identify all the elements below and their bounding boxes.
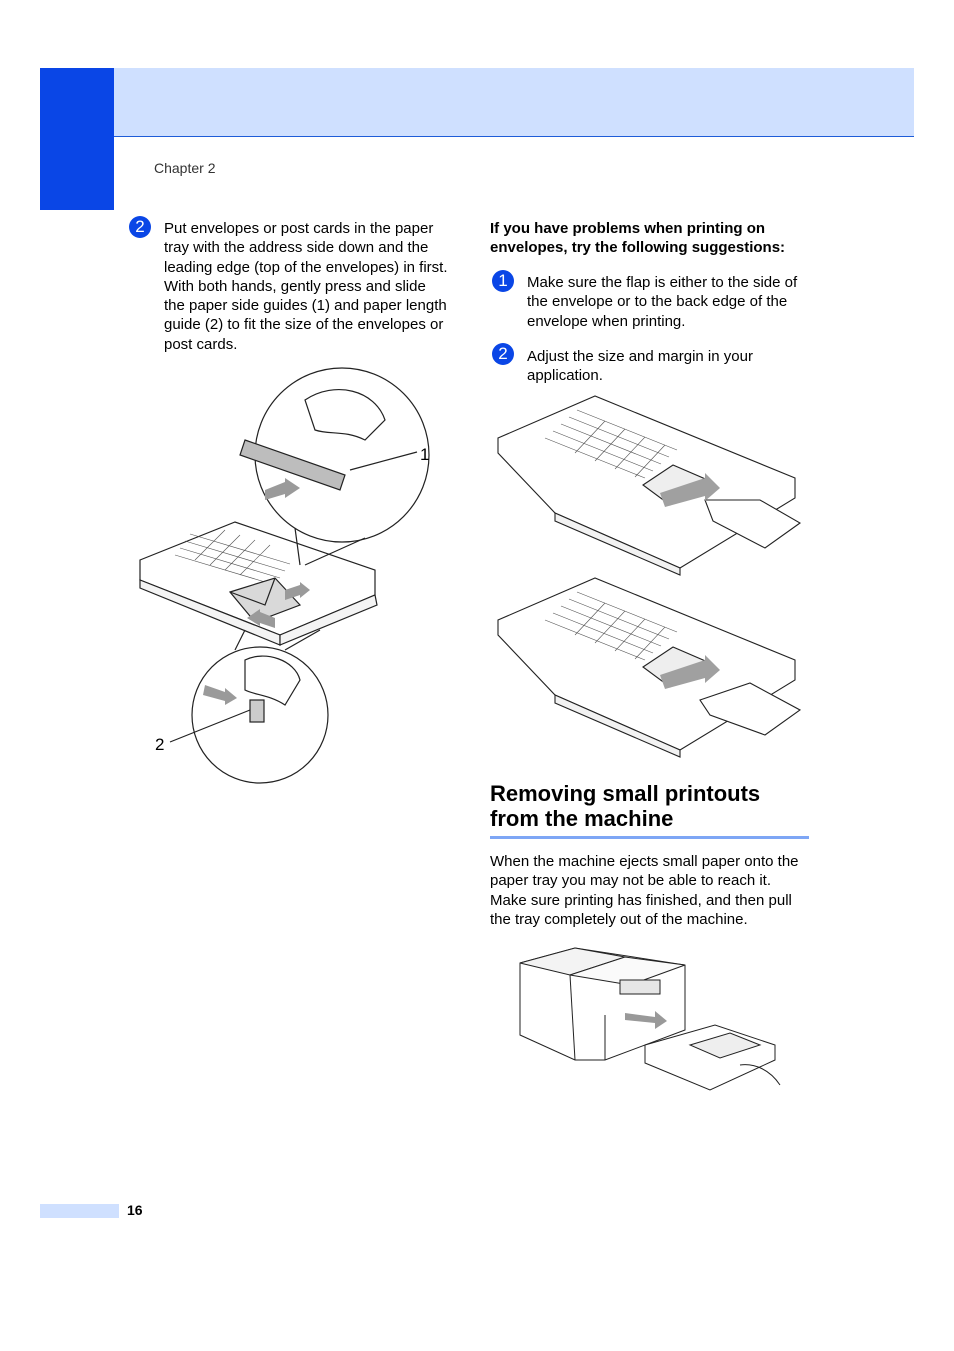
tip-2-text: Adjust the size and margin in your appli…: [527, 348, 753, 385]
tray-envelope-illustration: 1 2: [139, 367, 430, 784]
tip-2-number-badge: 2: [492, 343, 514, 365]
page-number: 16: [127, 1202, 143, 1218]
section-title-rule: [490, 836, 809, 839]
tip-1-number-badge: 1: [492, 270, 514, 292]
callout-label-2: 2: [155, 735, 164, 754]
header-band: [114, 68, 914, 137]
tips-heading: If you have problems when printing on en…: [490, 220, 786, 257]
footer-bar: [40, 1204, 119, 1218]
tray-illustration-flap-back: [497, 577, 802, 758]
section-title: Removing small printouts from the machin…: [490, 781, 761, 831]
step-text: Put envelopes or post cards in the paper…: [164, 220, 448, 353]
chapter-label: Chapter 2: [154, 160, 216, 176]
section-paragraph: When the machine ejects small paper onto…: [490, 853, 799, 928]
machine-tray-removal-illustration: [519, 947, 781, 1091]
chapter-tab: [40, 68, 114, 210]
callout-label-1: 1: [420, 445, 429, 464]
tip-1-text: Make sure the flap is either to the side…: [527, 274, 798, 330]
tray-illustration-flap-side: [497, 395, 802, 576]
step-number-badge: 2: [129, 216, 151, 238]
